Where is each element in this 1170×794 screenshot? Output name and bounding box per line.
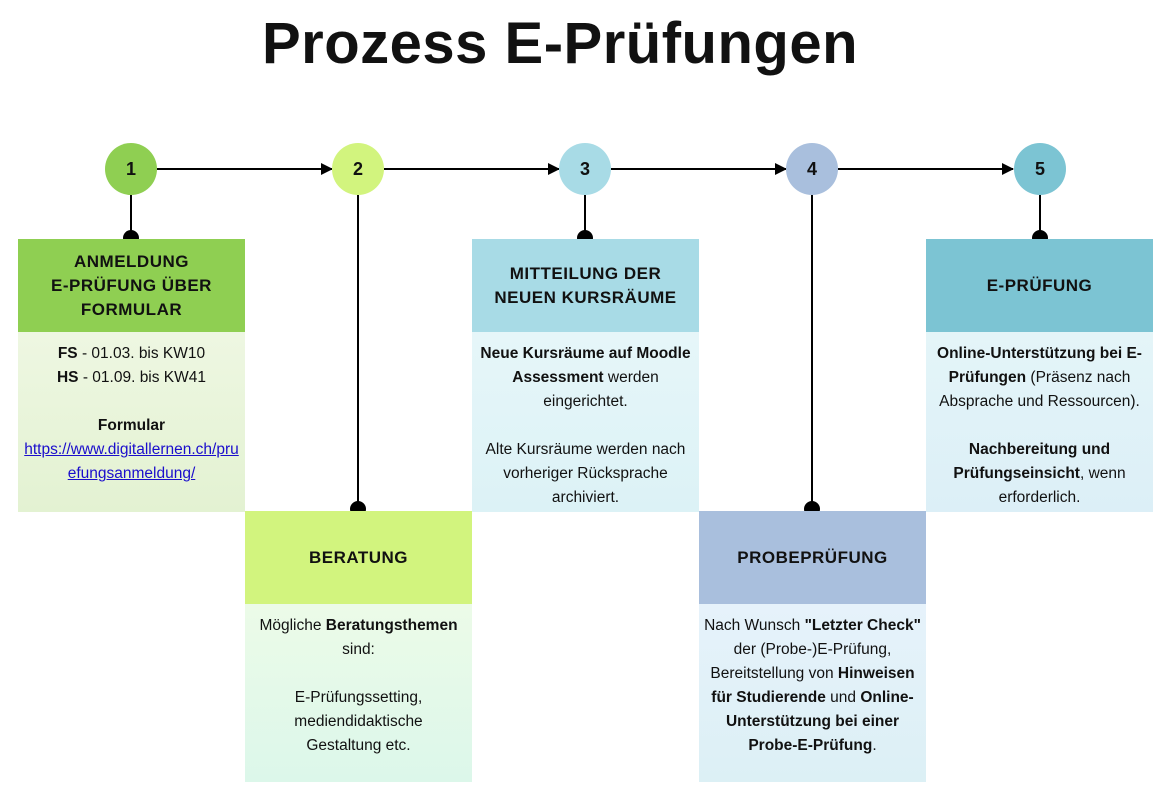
step-1-number: 1 <box>125 158 136 179</box>
step-4-heading: PROBEPRÜFUNG <box>699 511 926 604</box>
step-4-number: 4 <box>806 158 817 179</box>
step-4-text-e: und <box>825 689 861 706</box>
step-4-body: Nach Wunsch "Letzter Check" der (Probe-)… <box>699 604 926 782</box>
step-5-text-c: Nachbereitung und Prüfungseinsicht <box>953 441 1111 482</box>
step-2-number: 2 <box>352 158 363 179</box>
hs-label: HS <box>56 369 79 386</box>
step-5-heading: E-PRÜFUNG <box>926 239 1153 332</box>
fs-text: - 01.03. bis KW10 <box>77 345 206 362</box>
step-5-text-a: Online-Unterstützung bei E-Prüfungen <box>937 345 1142 386</box>
step-5-text-b: (Präsenz nach Absprache und Ressourcen). <box>939 369 1140 410</box>
step-5-number: 5 <box>1034 158 1045 179</box>
step-4-text-d: Hinweisen für Studierende <box>711 665 915 706</box>
step-4-text-b: "Letzter Check" <box>804 617 921 634</box>
step-2-text-a: Mögliche <box>259 617 326 634</box>
step-3-circle: 3 <box>559 143 611 195</box>
step-3-heading: MITTEILUNG DER NEUEN KURSRÄUME <box>472 239 699 332</box>
step-3-text-c: Alte Kursräume werden nach vorheriger Rü… <box>485 441 686 506</box>
step-1-body: FS - 01.03. bis KW10 HS - 01.09. bis KW4… <box>18 332 245 512</box>
step-5-text-d: , wenn erforderlich. <box>998 465 1126 506</box>
page-title: Prozess E-Prüfungen <box>261 11 859 76</box>
step-2-text-c: sind: <box>342 641 375 658</box>
hs-text: - 01.09. bis KW41 <box>78 369 207 386</box>
step-2-circle: 2 <box>332 143 384 195</box>
step-4-text-a: Nach Wunsch <box>704 617 805 634</box>
fs-label: FS <box>57 345 78 362</box>
step-3-body: Neue Kursräume auf Moodle Assessment wer… <box>472 332 699 512</box>
step-3-text-a: Neue Kursräume auf Moodle Assessment <box>480 345 691 386</box>
step-1-circle: 1 <box>105 143 157 195</box>
step-5-body: Online-Unterstützung bei E-Prüfungen (Pr… <box>926 332 1153 512</box>
step-3-number: 3 <box>579 158 590 179</box>
step-4-text-c: der (Probe-)E-Prüfung, Bereitstellung vo… <box>710 641 892 682</box>
formular-link[interactable]: https://www.digitallernen.ch/pruefungsan… <box>24 441 239 482</box>
step-4-circle: 4 <box>786 143 838 195</box>
step-2-heading: BERATUNG <box>245 511 472 604</box>
step-4-text-f: Online-Unterstützung bei einer Probe-E-P… <box>725 689 914 754</box>
step-2-text-d: E-Prüfungssetting, mediendidaktische Ges… <box>294 689 423 754</box>
formular-label: Formular <box>97 417 166 434</box>
step-4-text-g: . <box>872 737 877 754</box>
step-2-text-b: Beratungsthemen <box>325 617 458 634</box>
step-3-text-b: werden eingerichtet. <box>543 369 659 410</box>
step-5-circle: 5 <box>1014 143 1066 195</box>
step-2-body: Mögliche Beratungsthemen sind: E-Prüfung… <box>245 604 472 782</box>
step-1-heading: ANMELDUNG E-PRÜFUNG ÜBER FORMULAR <box>18 239 245 332</box>
